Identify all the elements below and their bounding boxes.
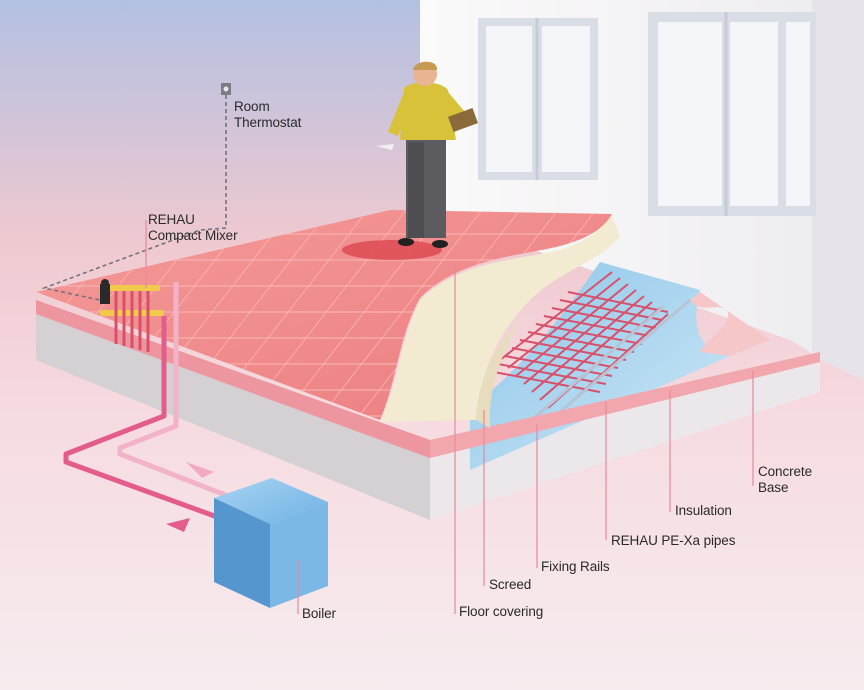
label-screed: Screed	[489, 577, 532, 592]
person-figure	[376, 61, 478, 248]
floor-edge	[36, 300, 820, 458]
label-floor-covering: Floor covering	[459, 604, 544, 619]
compact-mixer	[100, 279, 164, 352]
label-room-thermostat-line1: Room	[234, 99, 270, 114]
label-concrete-base: Concrete Base	[758, 464, 812, 496]
person-shadow	[342, 240, 442, 260]
label-compact-mixer-line1: REHAU	[148, 212, 195, 227]
label-compact-mixer: REHAU Compact Mixer	[148, 212, 238, 244]
floor-covering-tiles	[36, 210, 612, 420]
window-left	[478, 18, 598, 180]
room-thermostat	[41, 83, 231, 301]
window-right	[648, 12, 816, 216]
boiler	[214, 478, 328, 608]
label-room-thermostat: Room Thermostat	[234, 99, 301, 131]
label-pipes: REHAU PE-Xa pipes	[611, 533, 736, 548]
label-insulation: Insulation	[675, 503, 732, 518]
label-concrete-base-line1: Concrete	[758, 464, 812, 479]
screed-layer	[380, 216, 620, 428]
leader-lines	[145, 220, 754, 614]
label-boiler: Boiler	[302, 606, 336, 621]
concrete-base	[36, 312, 820, 520]
label-room-thermostat-line2: Thermostat	[234, 115, 302, 130]
boiler-pipes	[63, 282, 229, 532]
building-wall	[420, 0, 864, 380]
label-concrete-base-line2: Base	[758, 480, 789, 495]
label-fixing-rails: Fixing Rails	[541, 559, 610, 574]
label-compact-mixer-line2: Compact Mixer	[148, 228, 238, 243]
fixing-rails	[519, 298, 691, 432]
